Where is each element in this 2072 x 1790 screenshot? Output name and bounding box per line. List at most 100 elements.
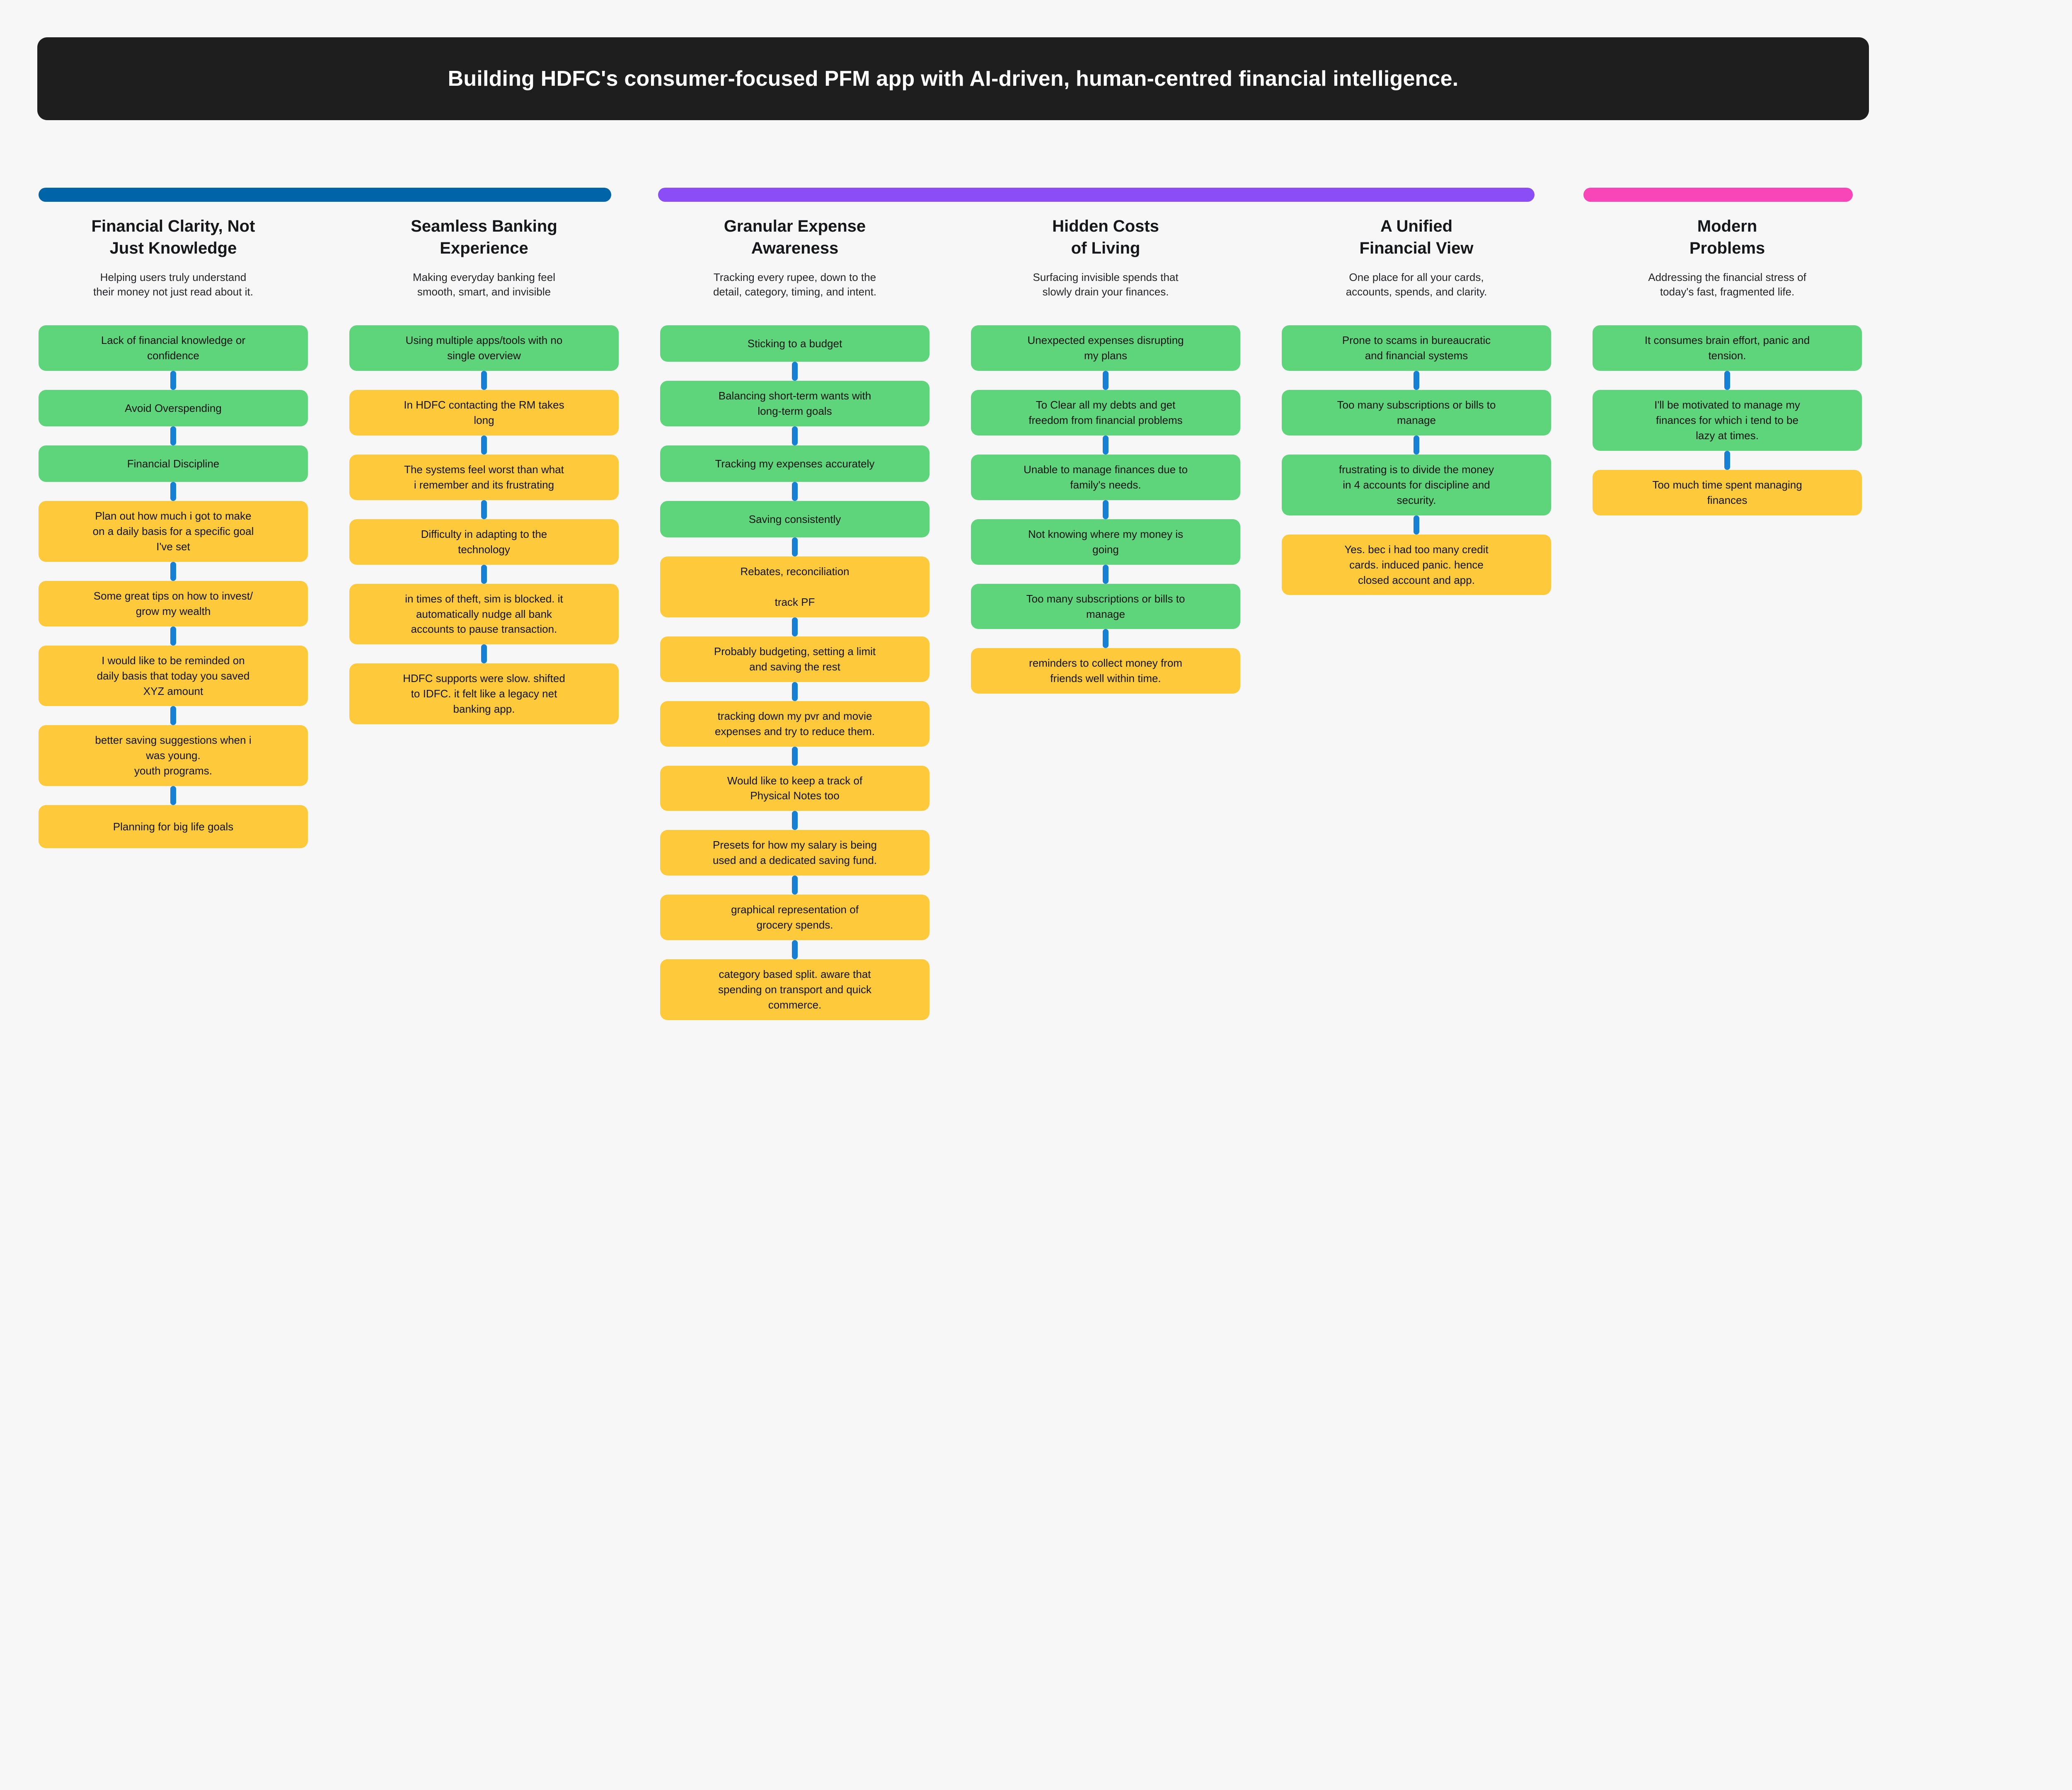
column-subtitle: Tracking every rupee, down to the detail… xyxy=(713,271,877,298)
pain-point-card[interactable]: Probably budgeting, setting a limit and … xyxy=(660,636,929,682)
card-connector xyxy=(1724,371,1730,390)
card-stack: Prone to scams in bureaucratic and finan… xyxy=(1282,325,1551,595)
pain-point-card[interactable]: Tracking my expenses accurately xyxy=(660,445,929,482)
pain-point-card[interactable]: I would like to be reminded on daily bas… xyxy=(39,645,308,706)
pain-point-card[interactable]: Difficulty in adapting to the technology xyxy=(349,519,619,565)
pain-point-card[interactable]: Planning for big life goals xyxy=(39,805,308,849)
card-connector xyxy=(792,811,798,830)
card-connector xyxy=(481,564,487,584)
pain-point-card[interactable]: tracking down my pvr and movie expenses … xyxy=(660,701,929,747)
card-connector xyxy=(170,626,176,646)
card-connector xyxy=(1414,371,1419,390)
pain-point-card[interactable]: Some great tips on how to invest/ grow m… xyxy=(39,581,308,626)
pain-point-card[interactable]: To Clear all my debts and get freedom fr… xyxy=(971,390,1240,435)
column-title: Granular Expense Awareness xyxy=(724,217,866,257)
pain-point-card[interactable]: better saving suggestions when i was you… xyxy=(39,725,308,786)
card-connector xyxy=(1103,500,1109,519)
pain-point-card[interactable]: Rebates, reconciliation track PF xyxy=(660,556,929,617)
pain-point-card[interactable]: Not knowing where my money is going xyxy=(971,519,1240,565)
pain-point-card[interactable]: Too many subscriptions or bills to manag… xyxy=(971,583,1240,629)
card-connector xyxy=(170,786,176,806)
pain-point-card[interactable]: graphical representation of grocery spen… xyxy=(660,895,929,940)
pain-point-card[interactable]: Would like to keep a track of Physical N… xyxy=(660,765,929,811)
pain-point-card[interactable]: I'll be motivated to manage my finances … xyxy=(1593,390,1862,451)
column-subtitle: Addressing the financial stress of today… xyxy=(1648,271,1806,298)
card-connector xyxy=(792,482,798,501)
pain-point-card[interactable]: Presets for how my salary is being used … xyxy=(660,830,929,876)
pain-point-card[interactable]: Plan out how much i got to make on a dai… xyxy=(39,501,308,562)
pain-point-card[interactable]: Too much time spent managing finances xyxy=(1593,469,1862,515)
accent-bar-purple xyxy=(658,188,1535,202)
pain-point-card[interactable]: Sticking to a budget xyxy=(660,325,929,362)
card-connector xyxy=(792,682,798,701)
pain-point-card[interactable]: It consumes brain effort, panic and tens… xyxy=(1593,325,1862,371)
card-connector xyxy=(792,940,798,959)
card-connector xyxy=(1103,435,1109,455)
card-connector xyxy=(1103,371,1109,390)
card-connector xyxy=(792,362,798,381)
pain-point-card[interactable]: In HDFC contacting the RM takes long xyxy=(349,390,619,435)
pain-point-card[interactable]: Prone to scams in bureaucratic and finan… xyxy=(1282,325,1551,371)
accent-bar-blue xyxy=(39,188,611,202)
accent-bar-pink xyxy=(1583,188,1853,202)
pain-point-card[interactable]: The systems feel worst than what i remem… xyxy=(349,454,619,500)
card-connector xyxy=(1414,515,1419,535)
column-subtitle: One place for all your cards, accounts, … xyxy=(1346,271,1487,298)
pain-point-card[interactable]: HDFC supports were slow. shifted to IDFC… xyxy=(349,663,619,725)
card-connector xyxy=(481,644,487,664)
card-stack: Lack of financial knowledge or confidenc… xyxy=(39,325,308,849)
card-connector xyxy=(481,371,487,390)
pain-point-card[interactable]: Avoid Overspending xyxy=(39,390,308,427)
card-stack: It consumes brain effort, panic and tens… xyxy=(1593,325,1862,515)
project-banner: Building HDFC's consumer-focused PFM app… xyxy=(37,37,1869,120)
pain-point-card[interactable]: Balancing short-term wants with long-ter… xyxy=(660,381,929,427)
card-connector xyxy=(481,435,487,455)
pain-point-card[interactable]: Saving consistently xyxy=(660,501,929,538)
pain-point-card[interactable]: frustrating is to divide the money in 4 … xyxy=(1282,454,1551,515)
column-title: Seamless Banking Experience xyxy=(411,217,557,257)
pain-point-card[interactable]: Using multiple apps/tools with no single… xyxy=(349,325,619,371)
card-connector xyxy=(170,426,176,446)
column-subtitle: Helping users truly understand their mon… xyxy=(93,271,253,298)
pain-point-card[interactable]: Unexpected expenses disrupting my plans xyxy=(971,325,1240,371)
card-connector xyxy=(170,561,176,581)
card-connector xyxy=(792,426,798,446)
pain-point-card[interactable]: Lack of financial knowledge or confidenc… xyxy=(39,325,308,371)
card-connector xyxy=(792,537,798,557)
card-connector xyxy=(1103,629,1109,648)
pain-point-card[interactable]: Financial Discipline xyxy=(39,445,308,482)
banner-text: Building HDFC's consumer-focused PFM app… xyxy=(448,67,1459,91)
column-subtitle: Surfacing invisible spends that slowly d… xyxy=(1033,271,1179,298)
card-connector xyxy=(1724,450,1730,470)
pain-point-card[interactable]: Yes. bec i had too many credit cards. in… xyxy=(1282,534,1551,595)
pain-point-card[interactable]: in times of theft, sim is blocked. it au… xyxy=(349,583,619,645)
column-title: Hidden Costs of Living xyxy=(1052,217,1159,257)
card-stack: Using multiple apps/tools with no single… xyxy=(349,325,619,725)
pain-point-card[interactable]: Too many subscriptions or bills to manag… xyxy=(1282,390,1551,435)
card-connector xyxy=(1414,435,1419,455)
column-title: Financial Clarity, Not Just Knowledge xyxy=(91,217,255,257)
card-connector xyxy=(481,500,487,519)
pain-point-card[interactable]: category based split. aware that spendin… xyxy=(660,959,929,1020)
column-subtitle: Making everyday banking feel smooth, sma… xyxy=(413,271,555,298)
card-connector xyxy=(792,876,798,895)
column-title: Modern Problems xyxy=(1689,217,1765,257)
pain-point-card[interactable]: reminders to collect money from friends … xyxy=(971,648,1240,694)
card-connector xyxy=(170,371,176,390)
card-connector xyxy=(170,482,176,501)
card-connector xyxy=(792,617,798,636)
card-connector xyxy=(792,746,798,766)
pain-point-card[interactable]: Unable to manage finances due to family'… xyxy=(971,454,1240,500)
column-title: A Unified Financial View xyxy=(1359,217,1474,257)
card-connector xyxy=(1103,564,1109,584)
card-connector xyxy=(170,706,176,726)
